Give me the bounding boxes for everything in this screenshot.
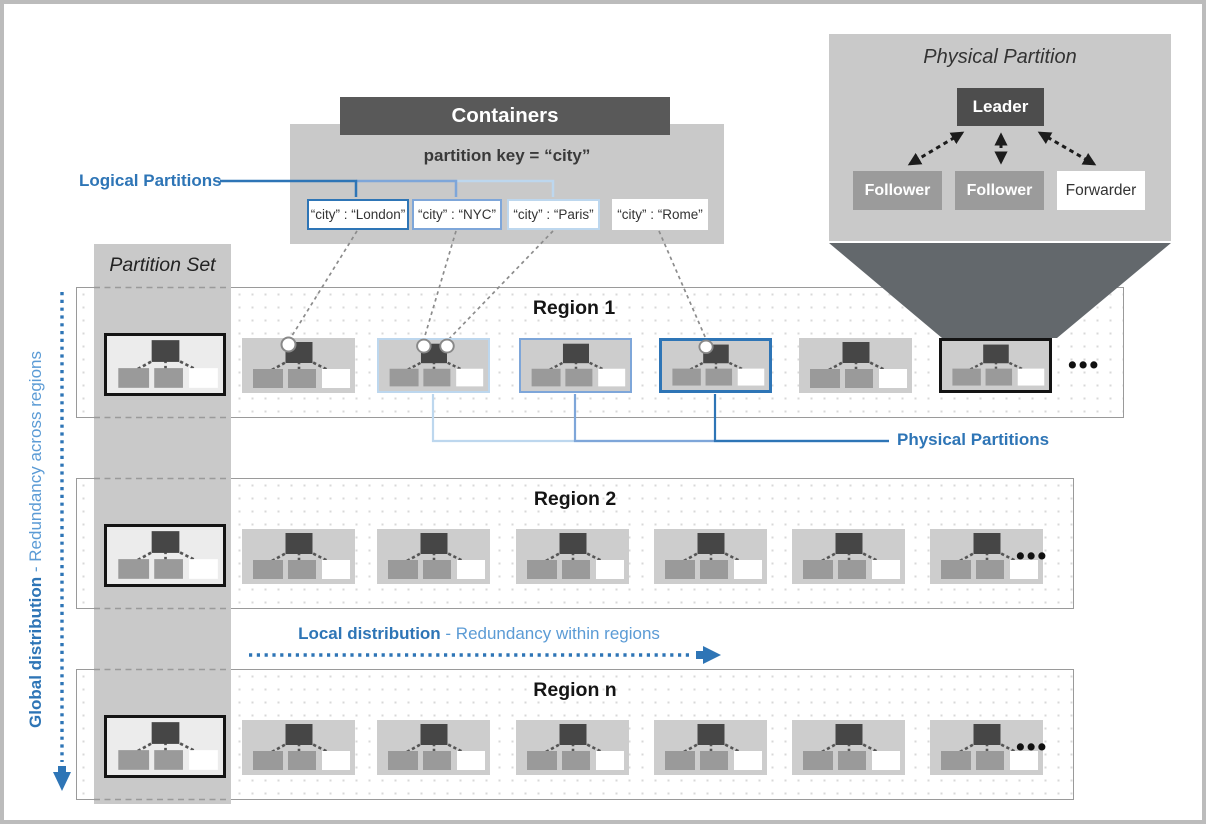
partition-tree-icon	[531, 343, 626, 387]
partition-tree-icon	[803, 533, 900, 579]
partition-icon	[516, 720, 629, 775]
partition-tree-icon	[389, 338, 484, 387]
partition-tree-icon	[665, 724, 762, 770]
partition-icon	[377, 338, 490, 393]
partition-icon	[519, 338, 632, 393]
partition-tree-icon	[118, 722, 218, 770]
partition-icon	[930, 720, 1043, 775]
partition-tree-icon	[118, 531, 218, 579]
partition-icon	[930, 529, 1043, 584]
local-distribution-bold: Local distribution	[298, 624, 441, 643]
partition-tree-icon	[810, 342, 907, 388]
city-value-box: “city” : “Rome”	[612, 199, 708, 230]
partition-tree-icon	[803, 724, 900, 770]
local-distribution-label: Local distribution - Redundancy within r…	[244, 624, 714, 644]
partition-icon	[654, 529, 767, 584]
global-distribution-rest: - Redundancy across regions	[26, 350, 45, 577]
partition-icon	[659, 338, 772, 393]
partition-tree-icon	[388, 724, 485, 770]
partition-tree-icon	[665, 533, 762, 579]
partition-icon	[377, 720, 490, 775]
ellipsis-icon: •••	[1068, 351, 1101, 379]
partition-tree-icon	[388, 533, 485, 579]
partition-tree-icon	[952, 344, 1045, 386]
partition-icon	[799, 338, 912, 393]
city-value-box: “city” : “Paris”	[507, 199, 600, 230]
partition-icon	[377, 529, 490, 584]
local-distribution-rest: - Redundancy within regions	[440, 624, 660, 643]
partition-tree-icon	[527, 533, 624, 579]
partition-set-icon	[104, 524, 226, 587]
partition-tree-icon	[672, 339, 765, 386]
leader-node: Leader	[957, 88, 1044, 126]
partition-tree-icon	[527, 724, 624, 770]
region-label: Region 2	[533, 488, 617, 510]
partition-tree-icon	[118, 340, 218, 388]
partition-icon	[654, 720, 767, 775]
partition-tree-icon	[253, 336, 350, 388]
partition-set-icon	[104, 333, 226, 396]
ellipsis-icon: •••	[1016, 542, 1049, 570]
region-label: Region n	[533, 679, 617, 701]
follower-node: Follower	[955, 171, 1044, 210]
partition-icon	[242, 720, 355, 775]
partition-tree-icon	[253, 724, 350, 770]
partition-tree-icon	[941, 533, 1038, 579]
global-distribution-arrow	[53, 292, 71, 791]
containers-title: Containers	[340, 97, 670, 135]
follower-node: Follower	[853, 171, 942, 210]
city-value-box: “city” : “NYC”	[412, 199, 502, 230]
partition-key-text: partition key = “city”	[423, 146, 591, 165]
partition-icon	[792, 720, 905, 775]
local-distribution-arrow	[249, 646, 721, 664]
physical-partition-title: Physical Partition	[923, 46, 1077, 68]
city-value-box: “city” : “London”	[307, 199, 409, 230]
partition-set-label: Partition Set	[109, 254, 216, 276]
partition-tree-icon	[941, 724, 1038, 770]
ellipsis-icon: •••	[1016, 733, 1049, 761]
partition-icon	[939, 338, 1052, 393]
partition-set-icon	[104, 715, 226, 778]
partition-icon	[792, 529, 905, 584]
partition-tree-icon	[253, 533, 350, 579]
partition-icon	[242, 336, 355, 393]
logical-partitions-label: Logical Partitions	[79, 171, 222, 190]
forwarder-node: Forwarder	[1057, 171, 1145, 210]
global-distribution-bold: Global distribution	[26, 576, 45, 728]
physical-partitions-label: Physical Partitions	[897, 430, 1050, 449]
global-distribution-label: Global distribution - Redundancy across …	[18, 284, 54, 794]
partition-icon	[242, 529, 355, 584]
partition-icon	[516, 529, 629, 584]
